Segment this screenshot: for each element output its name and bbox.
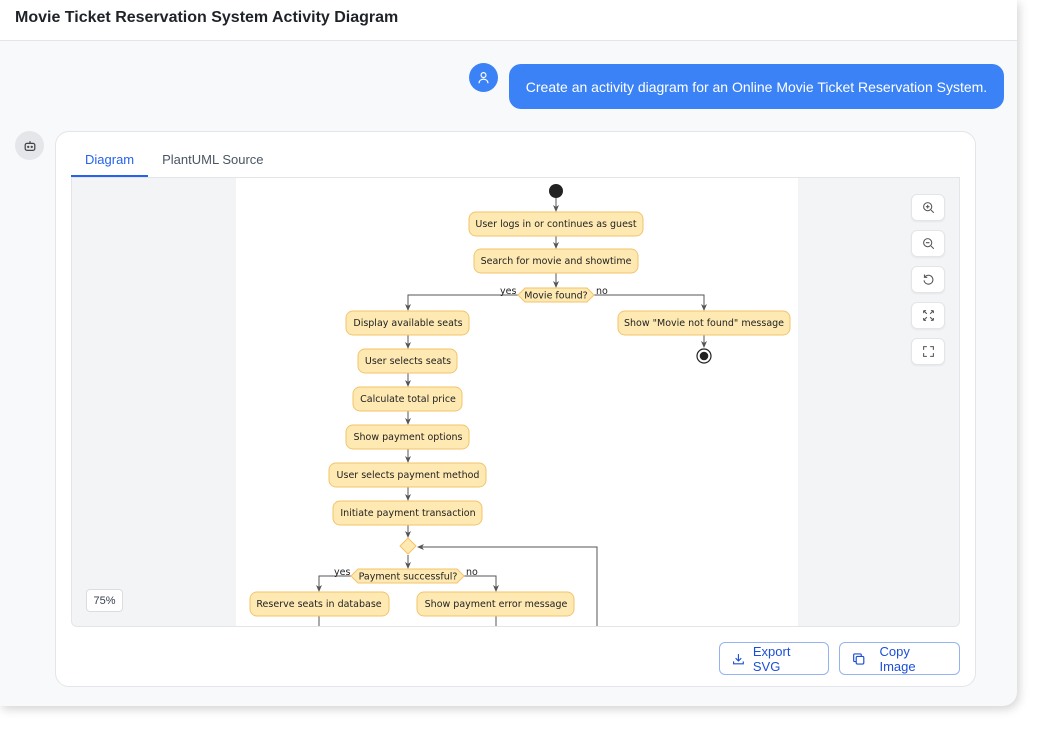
decision-movie-found: [517, 287, 595, 303]
edges: [316, 198, 707, 626]
label: Show "Movie not found" message: [624, 318, 784, 329]
reset-button[interactable]: [911, 266, 945, 293]
branch-label-yes: yes: [334, 567, 350, 578]
branch-label-yes: yes: [500, 286, 516, 297]
copy-image-button[interactable]: Copy Image: [839, 642, 960, 675]
label: Initiate payment transaction: [340, 508, 475, 519]
label: User selects seats: [365, 356, 451, 367]
merge-node: [399, 537, 417, 555]
activity-error: [416, 591, 575, 617]
activity-display-seats: [345, 310, 470, 336]
activity-initiate: [332, 500, 483, 526]
tab-bar: Diagram PlantUML Source: [71, 144, 960, 178]
export-svg-label: Export SVG: [752, 643, 791, 674]
start-node: [549, 184, 563, 198]
page-title: Movie Ticket Reservation System Activity…: [0, 0, 1017, 41]
activity-select-seats: [357, 348, 458, 374]
label: User selects payment method: [337, 470, 480, 481]
activity-calc-price: [352, 386, 463, 412]
zoom-in-button[interactable]: [911, 194, 945, 221]
bot-avatar: [15, 131, 44, 160]
activity-not-found: [617, 310, 791, 336]
activity-select-method: [328, 462, 487, 488]
user-message: Create an activity diagram for an Online…: [509, 64, 1004, 109]
branch-label-no: no: [596, 286, 608, 297]
label: Calculate total price: [360, 394, 456, 405]
tab-diagram[interactable]: Diagram: [71, 144, 149, 177]
label: Show payment error message: [425, 599, 568, 610]
user-avatar: [469, 63, 498, 92]
copy-icon: [853, 652, 865, 665]
response-card: Diagram PlantUML Source: [55, 131, 976, 687]
label: Reserve seats in database: [256, 599, 381, 610]
download-icon: [733, 653, 744, 664]
app-window: Movie Ticket Reservation System Activity…: [0, 0, 1017, 687]
activity-show-payment: [345, 424, 470, 450]
label: Display available seats: [353, 318, 462, 329]
reset-icon: [923, 274, 933, 285]
activity-login: [468, 211, 644, 237]
branch-label-no: no: [466, 567, 478, 578]
label: User logs in or continues as guest: [475, 219, 636, 230]
fullscreen-button[interactable]: [911, 338, 945, 365]
bot-icon: [24, 140, 35, 151]
export-svg-button[interactable]: Export SVG: [719, 642, 829, 675]
copy-image-label: Copy Image: [879, 643, 916, 674]
tab-plantuml-source[interactable]: PlantUML Source: [162, 152, 264, 167]
label: Movie found?: [524, 291, 587, 302]
label: Payment successful?: [359, 572, 458, 583]
activity-reserve: [249, 591, 390, 617]
decision-payment: [350, 568, 465, 584]
user-icon: [478, 72, 489, 84]
zoom-out-icon: [922, 238, 934, 250]
fit-button[interactable]: [911, 302, 945, 329]
zoom-level: 75%: [86, 589, 123, 612]
diagram-viewport[interactable]: User logs in or continues as guest Searc…: [71, 178, 960, 627]
activity-diagram: User logs in or continues as guest Searc…: [249, 184, 791, 626]
diagram-canvas: User logs in or continues as guest Searc…: [236, 178, 798, 626]
fit-icon: [922, 310, 934, 321]
fullscreen-icon: [922, 346, 934, 357]
activity-search: [473, 248, 639, 274]
zoom-out-button[interactable]: [911, 230, 945, 257]
label: Show payment options: [354, 432, 463, 443]
zoom-in-icon: [922, 202, 934, 214]
label: Search for movie and showtime: [481, 256, 632, 267]
